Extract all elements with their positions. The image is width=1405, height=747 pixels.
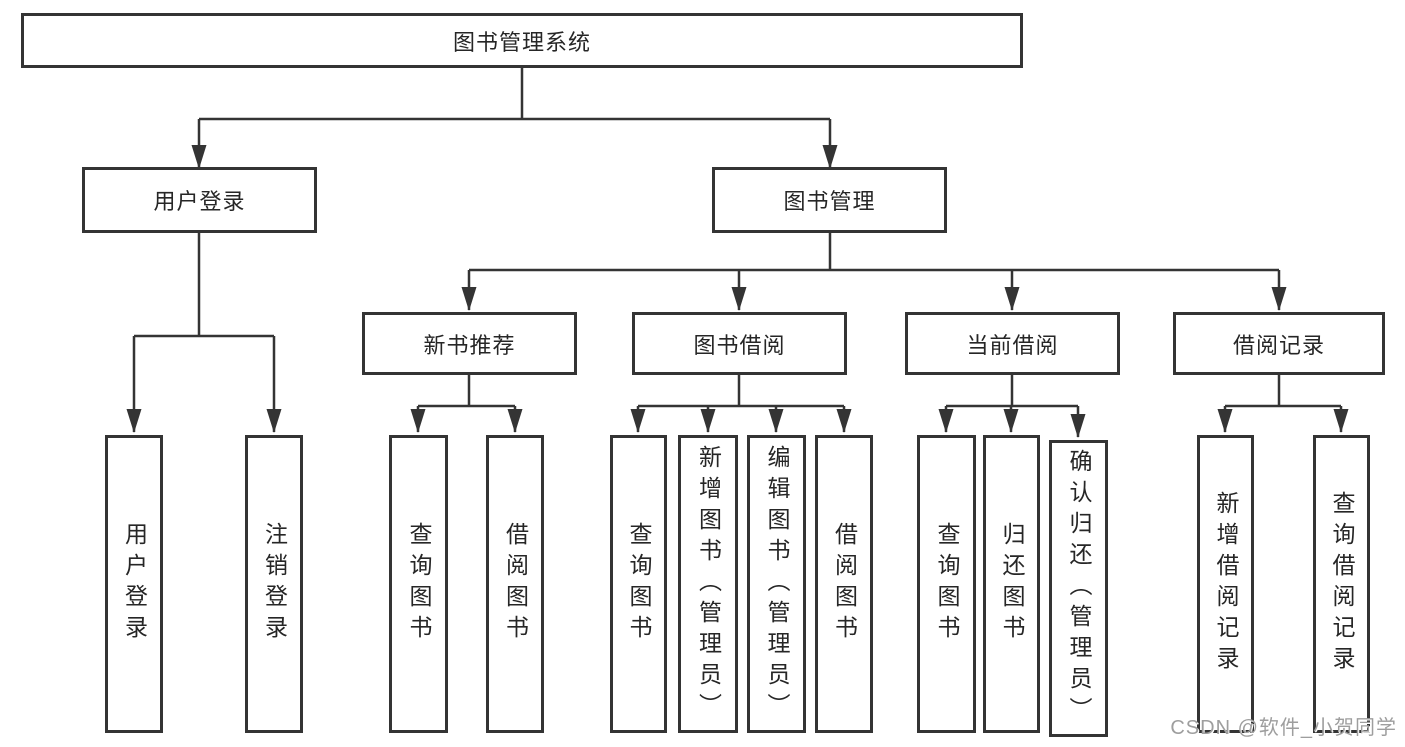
bus-user-login (134, 233, 274, 338)
watermark: CSDN @软件_小贺同学 (1170, 717, 1397, 739)
node-current-borrowing: 当前借阅 (905, 312, 1120, 375)
node-rec-borrow-book: 借阅图书 (486, 435, 544, 733)
node-borrowing-records: 借阅记录 (1173, 312, 1385, 375)
bus-book-mgmt (469, 233, 1279, 272)
node-bb-borrow-book: 借阅图书 (815, 435, 873, 733)
node-bb-query-book: 查询图书 (610, 435, 667, 733)
node-bb-edit-book-admin: 编辑图书（管理员） (747, 435, 806, 733)
node-leaf-user-login: 用户登录 (105, 435, 163, 733)
node-br-query-record: 查询借阅记录 (1313, 435, 1370, 733)
bus-root (199, 68, 830, 121)
node-cb-confirm-return-admin: 确认归还（管理员） (1049, 440, 1108, 737)
node-library-management-system: 图书管理系统 (21, 13, 1023, 68)
node-br-add-record: 新增借阅记录 (1197, 435, 1254, 733)
node-cb-query-book: 查询图书 (917, 435, 976, 733)
bus-book-borrow (638, 375, 844, 408)
bus-new-book-rec (418, 375, 515, 408)
node-user-login: 用户登录 (82, 167, 317, 233)
node-cb-return-book: 归还图书 (983, 435, 1040, 733)
node-book-borrowing: 图书借阅 (632, 312, 847, 375)
node-leaf-logout: 注销登录 (245, 435, 303, 733)
bus-current-borrow (946, 375, 1078, 408)
bus-borrow-record (1225, 375, 1341, 408)
node-book-management: 图书管理 (712, 167, 947, 233)
node-bb-add-book-admin: 新增图书（管理员） (678, 435, 738, 733)
node-rec-query-book: 查询图书 (389, 435, 448, 733)
node-new-book-recommendation: 新书推荐 (362, 312, 577, 375)
